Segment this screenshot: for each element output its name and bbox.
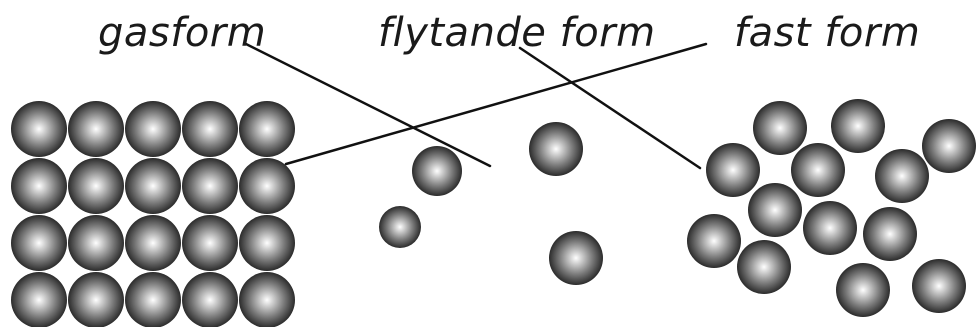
liquid-particles — [687, 99, 976, 317]
solid-particle — [11, 101, 67, 157]
liquid-particle — [875, 149, 929, 203]
solid-particle — [239, 158, 295, 214]
liquid-particle — [706, 143, 760, 197]
label-flytande-form: flytande form — [378, 10, 656, 56]
gas-particle — [529, 122, 583, 176]
connector-solid-line — [284, 42, 708, 166]
connector-liquid-line — [518, 46, 702, 170]
gas-particle — [379, 206, 421, 248]
solid-particle — [182, 158, 238, 214]
liquid-particle — [831, 99, 885, 153]
solid-particle — [125, 101, 181, 157]
liquid-particle — [687, 214, 741, 268]
connector-lines — [244, 42, 708, 170]
solid-particles-grid — [11, 101, 295, 327]
solid-particle — [125, 158, 181, 214]
liquid-particle — [912, 259, 966, 313]
gas-particle — [412, 146, 462, 196]
solid-particle — [11, 158, 67, 214]
solid-particle — [11, 272, 67, 327]
liquid-particle — [863, 207, 917, 261]
liquid-particle — [922, 119, 976, 173]
liquid-particle — [791, 143, 845, 197]
solid-particle — [68, 158, 124, 214]
gas-particles — [379, 122, 603, 285]
solid-particle — [125, 215, 181, 271]
connector-gas-line — [244, 42, 492, 168]
liquid-particle — [836, 263, 890, 317]
solid-particle — [68, 215, 124, 271]
liquid-particle — [753, 101, 807, 155]
liquid-particle — [748, 183, 802, 237]
solid-particle — [239, 215, 295, 271]
solid-particle — [11, 215, 67, 271]
gas-particle — [549, 231, 603, 285]
solid-particle — [125, 272, 181, 327]
solid-particle — [182, 215, 238, 271]
label-gasform: gasform — [98, 10, 267, 56]
solid-particle — [182, 272, 238, 327]
solid-particle — [239, 101, 295, 157]
liquid-particle — [803, 201, 857, 255]
solid-particle — [68, 101, 124, 157]
solid-particle — [68, 272, 124, 327]
liquid-particle — [737, 240, 791, 294]
solid-particle — [182, 101, 238, 157]
label-fast-form: fast form — [734, 10, 921, 56]
solid-particle — [239, 272, 295, 327]
